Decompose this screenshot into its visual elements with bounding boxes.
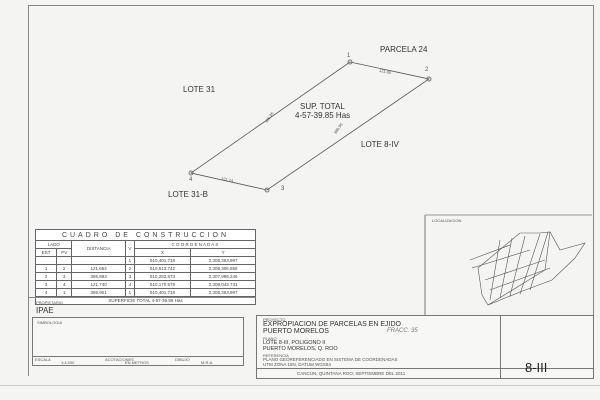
cell-x: 510,513.742 [133,264,192,273]
dibujo-label: DIBUJO [175,357,190,362]
cell-x: 510,170.575 [133,280,192,289]
table-title: CUADRO DE CONSTRUCCION [35,229,256,241]
localizacion-label: LOCALIZACION [432,218,462,223]
page-edge [0,385,600,386]
ref-line2: UTM ZONA 16N, DATUM WGS84 [263,362,331,367]
vertex-label: 4 [189,177,193,183]
cell-pv: 2 [56,264,73,273]
cell-v: 4 [125,280,135,289]
vertex-label: 1 [347,53,351,59]
header-pv: PV [56,248,73,257]
plano-line2: PUERTO MORELOS, Q. ROO [263,346,338,352]
cell-dist: 386.901 [71,288,126,297]
cell-y: 2,308,353.997 [190,288,256,297]
header-distancia: DISTANCIA [71,240,126,257]
parcela-label: PARCELA 24 [380,45,428,54]
sup-total-value: 4-57-39.85 Has [295,111,351,120]
owner-section: PROPIETARIO IPAE [28,297,256,315]
lote-left-label: LOTE 31 [183,85,216,94]
drawing-frame [28,5,594,376]
cell-y: 2,308,306.558 [190,264,256,273]
cell-x: 510,401.718 [133,288,192,297]
cell-est: 1 [34,264,58,273]
owner-label: PROPIETARIO [36,300,64,305]
header-est: EST [34,248,58,257]
ref-line1: PLANO GEOREFERENCIADO EN SISTEMA DE COOR… [263,357,398,362]
acot-label: ACOTACIONES [105,357,134,362]
cell-pv: 1 [56,288,73,297]
header-y: Y [190,248,256,257]
ref-label: REFERENCIA [263,353,289,358]
vertex-marker [264,187,270,193]
simbologia-label: SIMBOLOGIA [37,320,63,325]
sup-total-label: SUP. TOTAL [300,102,345,111]
header-coordenadas: C O O R D E N A D A S [133,240,257,249]
cell-est [34,256,58,265]
cell-dist [71,256,126,265]
cell-dist: 121.740 [71,280,126,289]
cell-y: 2,308,353.997 [190,256,256,265]
header-x: X [133,248,192,257]
vertex-marker [426,76,432,82]
cell-v: 1 [125,256,135,265]
vertex-marker [347,59,353,65]
cell-pv: 3 [56,272,73,281]
simbologia-box: SIMBOLOGIA ESCALA 1:4,000 ACOTACIONES EN… [32,317,244,366]
escala-label: ESCALA [35,357,51,362]
cell-est: 2 [34,272,58,281]
cell-pv: 4 [56,280,73,289]
parcel-polygon [190,61,430,191]
cell-v: 2 [125,264,135,273]
vertex-marker [188,170,194,176]
escala-value: 1:4,000 [61,360,75,365]
acot-value: EN METROS [125,360,149,365]
proyecto-footer: CANCUN, QUINTANA ROO; SEPTIEMBRE DEL 201… [297,371,406,376]
plano-line1: LOTE 8-III, POLIGONO II [263,340,326,346]
dibujo-value: M.R.A. [201,360,214,365]
owner-value: IPAE [36,306,54,315]
cell-pv [56,256,73,265]
lote-right-label: LOTE 8-IV [361,140,399,149]
vertex-label: 3 [281,186,285,192]
cell-v: 3 [125,272,135,281]
cell-y: 2,307,996.246 [190,272,256,281]
proyecto-line1: EXPROPIACION DE PARCELAS EN EJIDO [263,321,401,328]
vertex-label: 2 [425,67,429,73]
proyecto-line2: PUERTO MORELOS [263,328,329,335]
cell-est: 4 [34,288,58,297]
proyecto-label: PROYECTO [263,317,286,322]
cell-est: 3 [34,280,58,289]
plano-label: PLANO [263,336,277,341]
proyecto-box: PROYECTO EXPROPIACION DE PARCELAS EN EJI… [256,315,594,379]
cell-dist: 121.654 [71,264,126,273]
cell-x: 510,401.718 [133,256,192,265]
cell-y: 2,308,043.731 [190,280,256,289]
cell-x: 510,282.873 [133,272,192,281]
lote-bottom-label: LOTE 31-B [168,190,209,199]
location-map [469,231,586,306]
header-lado: LADO [34,240,73,249]
cell-dist: 386.893 [71,272,126,281]
header-v: V [125,240,135,257]
handwritten-note: FRACC. 35 [387,328,418,334]
cell-v: 1 [125,288,135,297]
sheet-number: 8-III [525,360,548,375]
